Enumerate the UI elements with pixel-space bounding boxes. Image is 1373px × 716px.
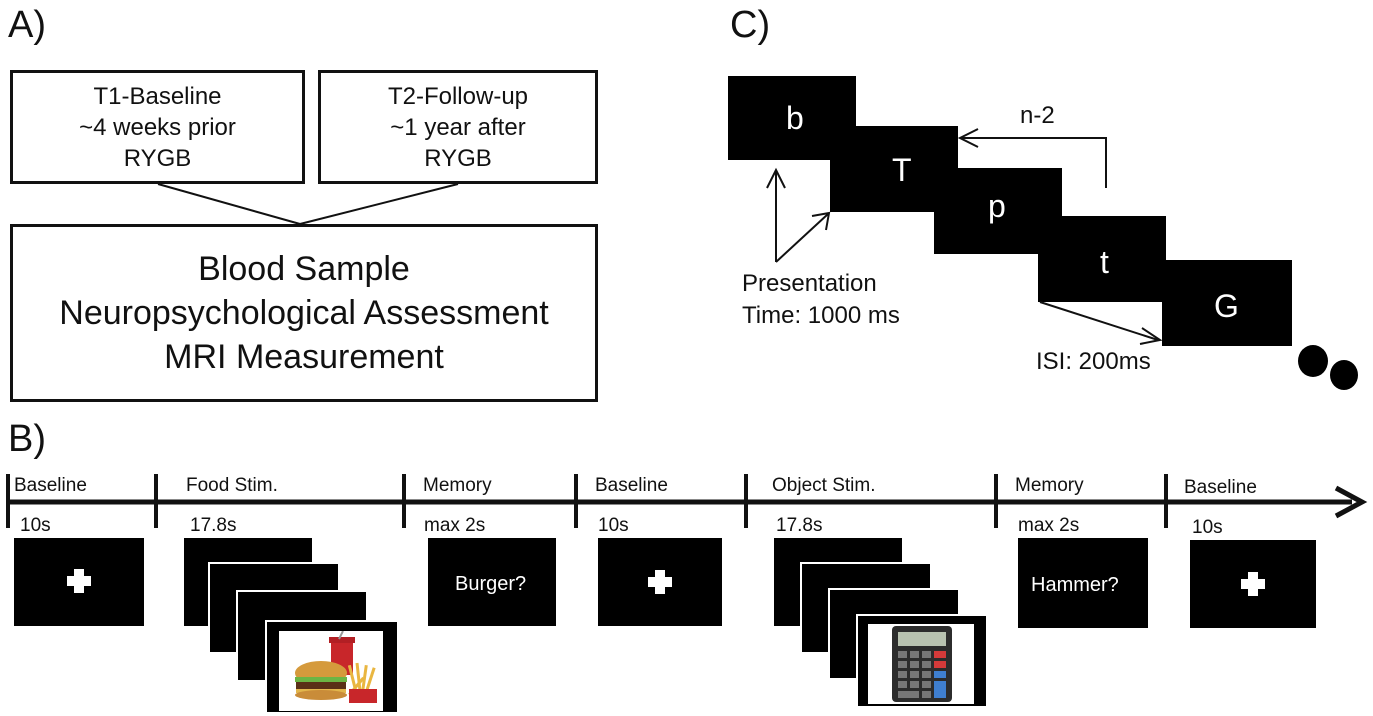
baseline-screen-1 bbox=[14, 538, 144, 626]
food-stack-card-4 bbox=[265, 620, 397, 712]
nback-arrowhead bbox=[957, 128, 979, 148]
nback-label: n-2 bbox=[1020, 102, 1055, 129]
baseline-screen-3 bbox=[1190, 540, 1316, 628]
letter-card-3-text: p bbox=[988, 188, 1006, 224]
nback-arrow bbox=[960, 137, 1107, 188]
calculator-icon bbox=[892, 626, 952, 702]
fixation-cross-vertical bbox=[1248, 572, 1258, 596]
t2-line3: RYGB bbox=[424, 144, 492, 172]
letter-card-4-text: t bbox=[1100, 244, 1109, 280]
presentation-line1: Presentation bbox=[742, 270, 877, 297]
presentation-arrowhead-diag bbox=[811, 211, 831, 231]
memory-screen-1: Burger? bbox=[428, 538, 556, 626]
segment-duration-7: 10s bbox=[1192, 517, 1223, 538]
letter-card-2-text: T bbox=[892, 152, 912, 188]
continuation-dot-1 bbox=[1298, 345, 1328, 377]
fixation-cross-vertical bbox=[655, 570, 665, 594]
t2-followup-box: T2-Follow-up ~1 year after RYGB bbox=[318, 70, 598, 184]
isi-arrow bbox=[1039, 301, 1159, 341]
object-stack-card-4 bbox=[856, 614, 986, 706]
segment-label-7: Baseline bbox=[1184, 477, 1257, 498]
letter-card-4: t bbox=[1038, 216, 1166, 302]
segment-duration-6: max 2s bbox=[1018, 515, 1080, 536]
segment-label-1: Baseline bbox=[14, 475, 87, 496]
t1-line1: T1-Baseline bbox=[93, 82, 222, 110]
measure-mri: MRI Measurement bbox=[164, 338, 444, 376]
isi-label: ISI: 200ms bbox=[1036, 348, 1151, 375]
measure-blood-sample: Blood Sample bbox=[198, 250, 410, 288]
t1-baseline-box: T1-Baseline ~4 weeks prior RYGB bbox=[10, 70, 305, 184]
t2-line2: ~1 year after bbox=[390, 113, 526, 141]
letter-card-1-text: b bbox=[786, 100, 804, 136]
segment-duration-1: 10s bbox=[20, 515, 51, 536]
segment-duration-3: max 2s bbox=[424, 515, 486, 536]
timeline-ticks bbox=[6, 474, 1168, 528]
t2-line1: T2-Follow-up bbox=[387, 82, 529, 110]
letter-card-5-text: G bbox=[1214, 288, 1239, 324]
connector-t1 bbox=[157, 183, 301, 225]
food-image bbox=[279, 630, 383, 711]
object-image bbox=[868, 624, 974, 704]
memory-prompt-2: Hammer? bbox=[1031, 574, 1119, 596]
segment-label-5: Object Stim. bbox=[772, 475, 876, 496]
connector-t2 bbox=[299, 183, 459, 225]
segment-label-2: Food Stim. bbox=[186, 475, 278, 496]
timeline-arrowhead bbox=[1334, 485, 1368, 519]
panel-b-label: B) bbox=[8, 418, 46, 460]
presentation-time-label: Presentation Time: 1000 ms bbox=[742, 268, 900, 332]
memory-prompt-1: Burger? bbox=[455, 573, 527, 595]
panel-c-label: C) bbox=[730, 4, 771, 46]
presentation-line2: Time: 1000 ms bbox=[742, 302, 900, 329]
t1-line2: ~4 weeks prior bbox=[79, 113, 236, 141]
segment-label-3: Memory bbox=[423, 475, 492, 496]
isi-arrowhead bbox=[1139, 327, 1163, 345]
measures-box: Blood Sample Neuropsychological Assessme… bbox=[10, 224, 598, 402]
segment-duration-5: 17.8s bbox=[776, 515, 823, 536]
presentation-arrow-diag bbox=[775, 213, 829, 263]
burger-fries-drink-icon bbox=[295, 630, 377, 703]
memory-screen-2: Hammer? bbox=[1018, 538, 1148, 628]
segment-duration-2: 17.8s bbox=[190, 515, 237, 536]
panel-a-label: A) bbox=[8, 4, 46, 46]
segment-label-4: Baseline bbox=[595, 475, 668, 496]
segment-duration-4: 10s bbox=[598, 515, 629, 536]
measure-neuropsych: Neuropsychological Assessment bbox=[59, 294, 549, 332]
presentation-arrowhead-up bbox=[766, 167, 786, 189]
segment-label-6: Memory bbox=[1015, 475, 1084, 496]
fixation-cross-vertical bbox=[74, 569, 84, 593]
continuation-dot-2 bbox=[1330, 360, 1358, 390]
letter-card-5: G bbox=[1162, 260, 1292, 346]
t1-line3: RYGB bbox=[123, 144, 192, 172]
baseline-screen-2 bbox=[598, 538, 722, 626]
